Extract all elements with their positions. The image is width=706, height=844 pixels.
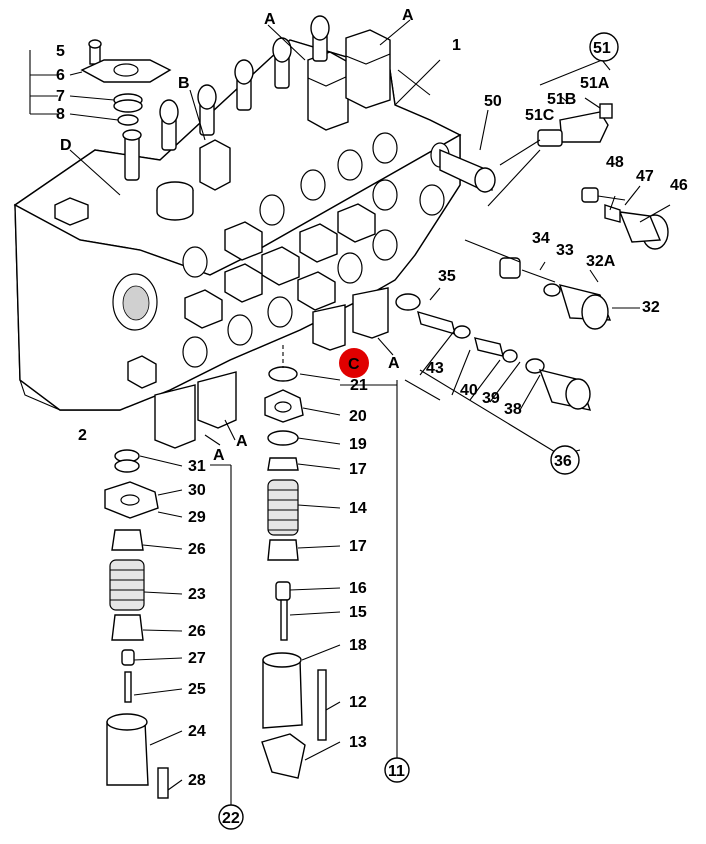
label-2: 2 (78, 427, 87, 444)
callout-leaders (69, 19, 411, 446)
relief-valve-parts (394, 59, 671, 456)
label-a-1: A (264, 11, 276, 28)
label-17a: 17 (349, 461, 367, 478)
parts-5-8 (29, 39, 172, 126)
label-16: 16 (349, 580, 367, 597)
label-26b: 26 (188, 623, 206, 640)
part-labels: 1 2 5 6 7 8 A A B D C A A A 50 51 51A 51… (56, 7, 688, 827)
label-48: 48 (606, 154, 624, 171)
circle-22 (218, 804, 244, 830)
label-46: 46 (670, 177, 688, 194)
label-51a: 51A (580, 75, 610, 92)
label-5: 5 (56, 43, 65, 60)
label-39: 39 (482, 390, 500, 407)
label-51c: 51C (525, 107, 555, 124)
label-51b: 51B (547, 91, 576, 108)
label-8: 8 (56, 106, 65, 123)
label-6: 6 (56, 67, 65, 84)
label-36: 36 (554, 453, 572, 470)
label-29: 29 (188, 509, 206, 526)
label-28: 28 (188, 772, 206, 789)
label-c: C (348, 356, 360, 373)
label-25: 25 (188, 681, 206, 698)
label-40: 40 (460, 382, 478, 399)
circle-11 (384, 757, 410, 783)
label-18: 18 (349, 637, 367, 654)
label-7: 7 (56, 88, 65, 105)
label-35: 35 (438, 268, 456, 285)
label-34: 34 (532, 230, 550, 247)
label-17b: 17 (349, 538, 367, 555)
label-15: 15 (349, 604, 367, 621)
label-1: 1 (452, 37, 461, 54)
label-12: 12 (349, 694, 367, 711)
label-47: 47 (636, 168, 654, 185)
label-43: 43 (426, 360, 444, 377)
label-22: 22 (222, 810, 240, 827)
circle-36 (550, 445, 580, 475)
valve-block (13, 15, 462, 449)
label-a-2: A (402, 7, 414, 24)
left-stack (104, 449, 232, 810)
label-26a: 26 (188, 541, 206, 558)
label-23: 23 (188, 586, 206, 603)
label-19: 19 (349, 436, 367, 453)
label-d: D (60, 137, 72, 154)
label-50: 50 (484, 93, 502, 110)
label-24: 24 (188, 723, 206, 740)
label-27: 27 (188, 650, 206, 667)
marker-c (339, 348, 369, 378)
label-20: 20 (349, 408, 367, 425)
label-30: 30 (188, 482, 206, 499)
label-a-4: A (236, 433, 248, 450)
circle-51 (589, 32, 619, 62)
label-32: 32 (642, 299, 660, 316)
label-a-3: A (388, 355, 400, 372)
label-11: 11 (388, 763, 405, 780)
label-32a: 32A (586, 253, 616, 270)
center-stack (261, 345, 398, 779)
label-33: 33 (556, 242, 574, 259)
label-21: 21 (350, 377, 368, 394)
label-51: 51 (593, 40, 611, 57)
label-31: 31 (188, 458, 206, 475)
label-14: 14 (349, 500, 367, 517)
label-b: B (178, 75, 190, 92)
label-38: 38 (504, 401, 522, 418)
label-13: 13 (349, 734, 367, 751)
label-a-5: A (213, 447, 225, 464)
